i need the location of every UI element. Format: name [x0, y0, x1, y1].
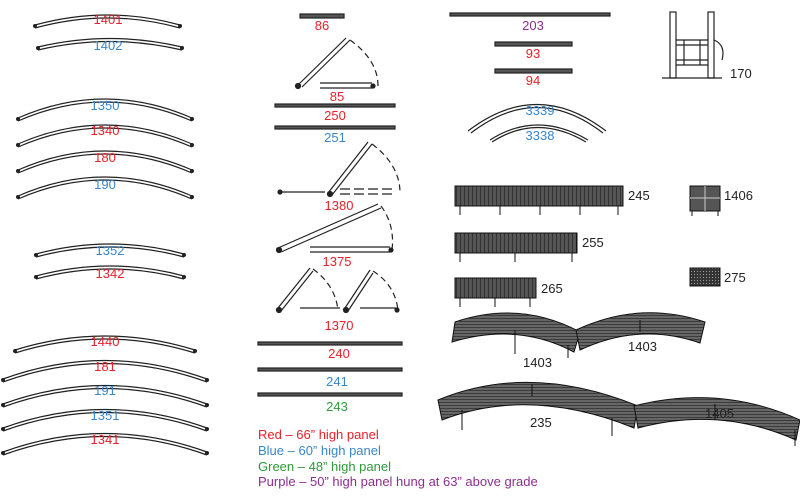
fence-post-275[interactable] — [689, 267, 721, 287]
arc-panel-1340[interactable] — [17, 124, 193, 145]
label-1402: 1402 — [94, 38, 123, 53]
label-1370: 1370 — [325, 318, 354, 333]
label-265: 265 — [541, 281, 563, 296]
label-1401: 1401 — [94, 12, 123, 27]
label-1351: 1351 — [91, 408, 120, 423]
label-243: 243 — [326, 399, 348, 414]
arc-panel-1402[interactable] — [37, 37, 183, 48]
arc-panel-3339[interactable] — [467, 104, 607, 132]
label-250: 250 — [324, 108, 346, 123]
label-1380: 1380 — [325, 198, 354, 213]
arc-panel-1401[interactable] — [34, 14, 181, 26]
straight-panel-240[interactable] — [257, 341, 403, 346]
label-85: 85 — [330, 89, 344, 104]
label-1375: 1375 — [323, 254, 352, 269]
label-251: 251 — [324, 130, 346, 145]
arc-panel-1351[interactable] — [2, 408, 208, 429]
arc-panel-181[interactable] — [2, 359, 208, 380]
label-255: 255 — [582, 235, 604, 250]
straight-panel-251[interactable] — [274, 125, 396, 130]
label-86: 86 — [315, 18, 329, 33]
straight-panel-94[interactable] — [494, 68, 573, 74]
fence-section-255[interactable] — [454, 232, 578, 254]
label-3339: 3339 — [526, 103, 555, 118]
arc-panel-1342[interactable] — [35, 265, 185, 277]
label-181: 181 — [94, 359, 116, 374]
swing-gate-85[interactable] — [294, 37, 379, 90]
straight-panel-243[interactable] — [257, 392, 403, 397]
label-235: 235 — [530, 415, 552, 430]
straight-panel-250[interactable] — [274, 103, 396, 108]
label-1403-left: 1403 — [523, 355, 552, 370]
label-1405: 1405 — [705, 406, 734, 421]
swing-gate-1380[interactable] — [277, 141, 401, 198]
arc-panel-180[interactable] — [17, 150, 193, 171]
label-275: 275 — [724, 270, 746, 285]
arc-panel-191[interactable] — [2, 384, 208, 405]
label-93: 93 — [526, 46, 540, 61]
label-3338: 3338 — [526, 128, 555, 143]
label-94: 94 — [526, 73, 540, 88]
straight-panel-86[interactable] — [299, 13, 345, 19]
label-1440: 1440 — [91, 334, 120, 349]
label-190: 190 — [94, 177, 116, 192]
straight-panel-93[interactable] — [494, 41, 573, 47]
arc-panel-1341[interactable] — [2, 432, 208, 453]
label-241: 241 — [326, 374, 348, 389]
arc-panel-1440[interactable] — [14, 335, 196, 351]
label-180: 180 — [94, 150, 116, 165]
straight-panel-203[interactable] — [449, 12, 611, 17]
arbor-elevation-170[interactable] — [662, 11, 724, 79]
label-1406: 1406 — [724, 188, 753, 203]
arc-panel-1352[interactable] — [35, 243, 185, 255]
fence-section-245[interactable] — [454, 185, 624, 207]
label-1350: 1350 — [91, 98, 120, 113]
legend-green: Green – 48” high panel — [258, 459, 391, 474]
legend-blue: Blue – 60” high panel — [258, 443, 381, 458]
label-1352: 1352 — [96, 243, 125, 258]
arc-panel-190[interactable] — [17, 176, 193, 197]
label-240: 240 — [328, 346, 350, 361]
double-swing-gate-1370[interactable] — [275, 267, 400, 314]
label-1342: 1342 — [96, 266, 125, 281]
curved-fence-235[interactable] — [437, 381, 639, 429]
label-1403-right: 1403 — [628, 339, 657, 354]
curved-fence-1405[interactable] — [633, 397, 800, 441]
arc-panel-1350[interactable] — [17, 98, 193, 119]
gate-box-1406[interactable] — [689, 185, 721, 216]
label-170: 170 — [730, 66, 752, 81]
fence-section-265[interactable] — [454, 277, 537, 299]
swing-gate-1375[interactable] — [275, 203, 394, 254]
curved-fence-1403-left[interactable] — [451, 312, 581, 353]
legend-red: Red – 66” high panel — [258, 427, 379, 442]
label-1340: 1340 — [91, 123, 120, 138]
straight-panel-241[interactable] — [257, 367, 403, 372]
arc-panel-3338[interactable] — [489, 124, 589, 141]
label-245: 245 — [628, 188, 650, 203]
label-1341: 1341 — [91, 432, 120, 447]
legend-purple: Purple – 50” high panel hung at 63” abov… — [258, 474, 538, 489]
label-191: 191 — [94, 383, 116, 398]
label-203: 203 — [522, 18, 544, 33]
